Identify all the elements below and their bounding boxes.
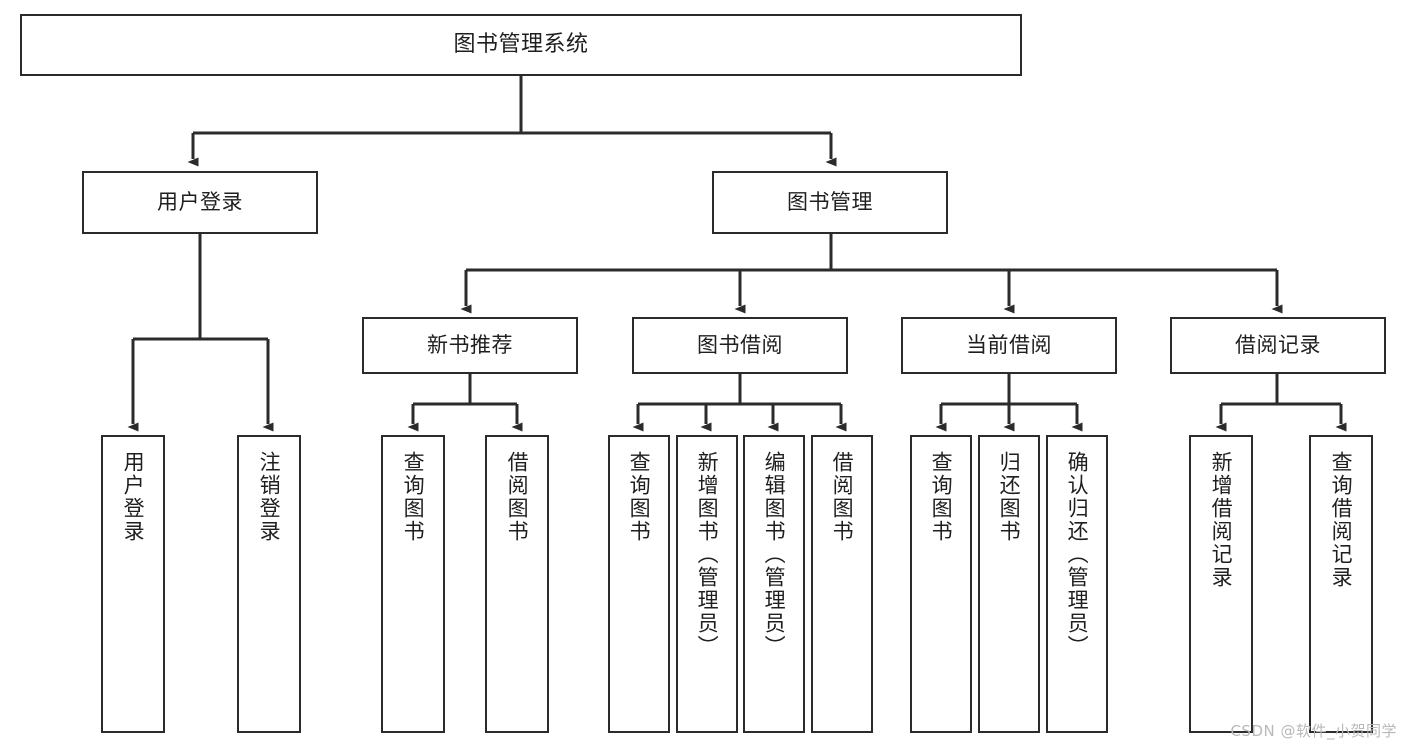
node-label: 编辑图书（管理员） xyxy=(762,451,787,658)
node-label: 查询借阅记录 xyxy=(1329,451,1354,589)
node-label: 用户登录 xyxy=(121,451,146,543)
leaf-book-borrow-query-book[interactable]: 查询图书 xyxy=(608,435,670,733)
leaf-borrow-record-add-record[interactable]: 新增借阅记录 xyxy=(1189,435,1253,733)
node-user-login[interactable]: 用户登录 xyxy=(82,171,318,234)
node-label: 查询图书 xyxy=(929,451,954,543)
node-label: 归还图书 xyxy=(997,451,1022,543)
node-label: 用户登录 xyxy=(157,190,243,215)
node-label: 图书管理 xyxy=(787,190,873,215)
leaf-borrow-record-query-record[interactable]: 查询借阅记录 xyxy=(1309,435,1373,733)
node-label: 查询图书 xyxy=(627,451,652,543)
node-root-book-management-system[interactable]: 图书管理系统 xyxy=(20,14,1022,76)
leaf-book-borrow-borrow-book[interactable]: 借阅图书 xyxy=(811,435,873,733)
csdn-watermark: CSDN @软件_小贺同学 xyxy=(1230,722,1397,740)
leaf-current-borrow-confirm-return-admin[interactable]: 确认归还（管理员） xyxy=(1046,435,1108,733)
node-label: 借阅图书 xyxy=(505,451,530,543)
node-current-borrowing[interactable]: 当前借阅 xyxy=(901,317,1117,374)
node-label: 新增图书（管理员） xyxy=(695,451,720,658)
node-label: 借阅图书 xyxy=(830,451,855,543)
leaf-user-login-login[interactable]: 用户登录 xyxy=(101,435,165,733)
node-label: 借阅记录 xyxy=(1235,333,1321,358)
leaf-book-borrow-add-book-admin[interactable]: 新增图书（管理员） xyxy=(676,435,738,733)
leaf-book-borrow-edit-book-admin[interactable]: 编辑图书（管理员） xyxy=(743,435,805,733)
node-label: 注销登录 xyxy=(257,451,282,543)
leaf-new-book-query-book[interactable]: 查询图书 xyxy=(381,435,445,733)
node-label: 查询图书 xyxy=(401,451,426,543)
node-label: 当前借阅 xyxy=(966,333,1052,358)
leaf-current-borrow-return-book[interactable]: 归还图书 xyxy=(978,435,1040,733)
leaf-current-borrow-query-book[interactable]: 查询图书 xyxy=(910,435,972,733)
node-label: 确认归还（管理员） xyxy=(1065,451,1090,658)
node-label: 图书借阅 xyxy=(697,333,783,358)
leaf-user-login-logout[interactable]: 注销登录 xyxy=(237,435,301,733)
node-new-book-recommendation[interactable]: 新书推荐 xyxy=(362,317,578,374)
node-label: 新增借阅记录 xyxy=(1209,451,1234,589)
node-book-borrowing[interactable]: 图书借阅 xyxy=(632,317,848,374)
node-borrowing-record[interactable]: 借阅记录 xyxy=(1170,317,1386,374)
node-label: 新书推荐 xyxy=(427,333,513,358)
node-label: 图书管理系统 xyxy=(453,32,589,58)
node-book-management[interactable]: 图书管理 xyxy=(712,171,948,234)
leaf-new-book-borrow-book[interactable]: 借阅图书 xyxy=(485,435,549,733)
